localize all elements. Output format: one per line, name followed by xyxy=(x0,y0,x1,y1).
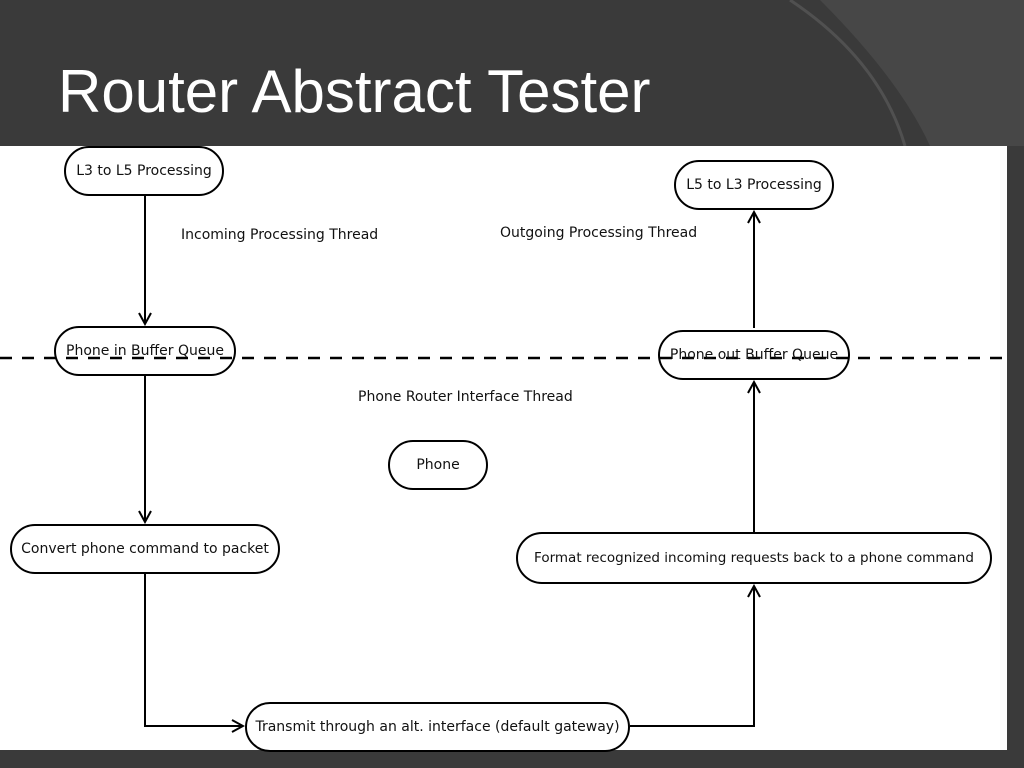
label-phone-router-interface-thread: Phone Router Interface Thread xyxy=(358,389,573,405)
label-incoming-processing-thread: Incoming Processing Thread xyxy=(181,227,379,243)
arrow-convert-to-transmit xyxy=(144,574,243,726)
slide-title: Router Abstract Tester xyxy=(58,58,651,125)
node-convert-phone-command: Convert phone command to packet xyxy=(10,524,280,574)
node-transmit-alt-interface: Transmit through an alt. interface (defa… xyxy=(245,702,630,752)
node-phone-in-buffer-queue: Phone in Buffer Queue xyxy=(54,326,236,376)
node-l5-to-l3-processing: L5 to L3 Processing xyxy=(674,160,834,210)
diagram-panel: L3 to L5 Processing L5 to L3 Processing … xyxy=(0,146,1007,752)
node-phone-out-buffer-queue: Phone out Buffer Queue xyxy=(658,330,850,380)
node-l3-to-l5-processing: L3 to L5 Processing xyxy=(64,146,224,196)
arrow-transmit-to-format xyxy=(630,586,754,727)
node-format-recognized-requests: Format recognized incoming requests back… xyxy=(516,532,992,584)
label-outgoing-processing-thread: Outgoing Processing Thread xyxy=(500,225,698,241)
node-phone: Phone xyxy=(388,440,488,490)
